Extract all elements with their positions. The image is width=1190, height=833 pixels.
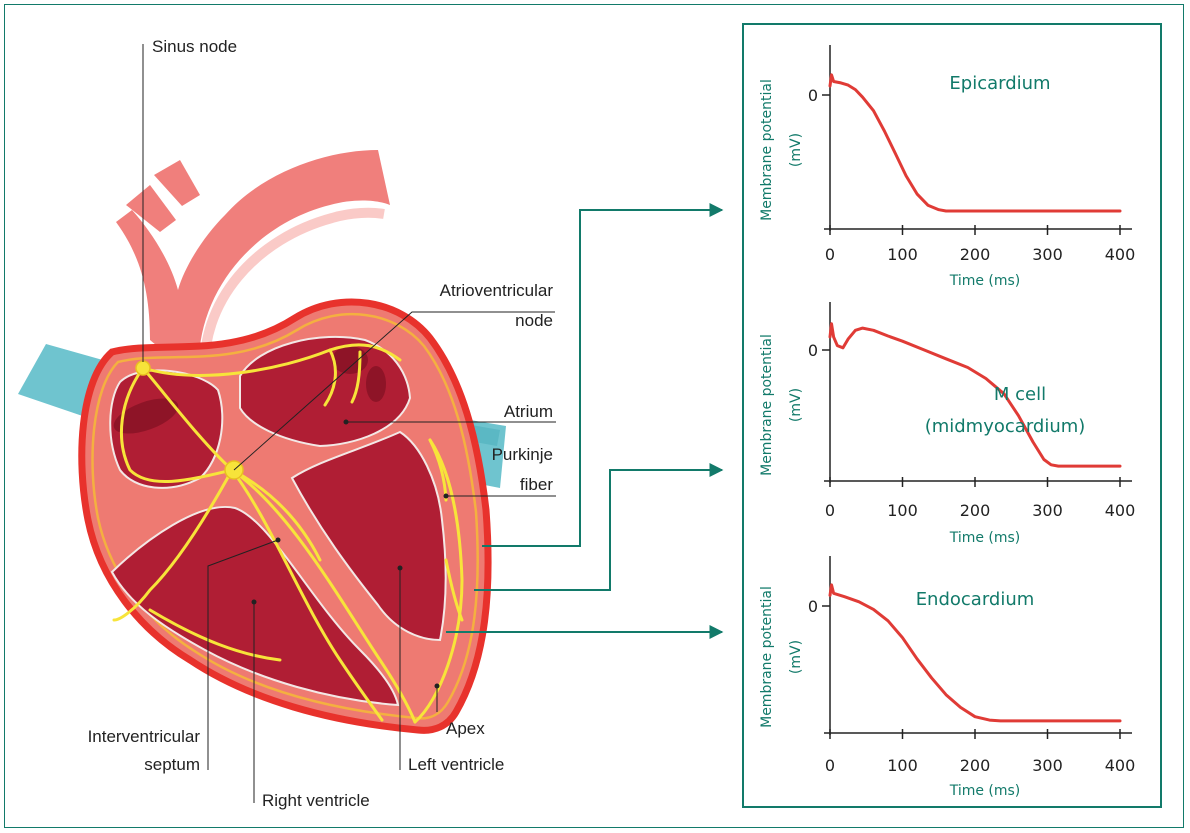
arrow-to-mcell — [474, 470, 722, 590]
y-axis-label: Membrane potential — [759, 334, 775, 476]
x-tick-label: 0 — [825, 756, 835, 775]
x-tick-label: 200 — [960, 245, 991, 264]
label-purkinje-line2: fiber — [520, 475, 553, 494]
y-axis-label: Membrane potential — [759, 79, 775, 221]
label-interventricular-line1: Interventricular — [88, 727, 201, 746]
label-av-node-line1: Atrioventricular — [440, 281, 554, 300]
x-tick-label: 100 — [887, 245, 918, 264]
x-tick-label: 300 — [1032, 501, 1063, 520]
y-tick-label: 0 — [808, 597, 818, 616]
label-purkinje-line1: Purkinje — [492, 445, 553, 464]
heart-illustration — [18, 150, 506, 730]
x-tick-label: 400 — [1105, 245, 1136, 264]
sinus-node-dot — [136, 361, 150, 375]
label-right-ventricle: Right ventricle — [262, 791, 370, 810]
x-tick-label: 100 — [887, 501, 918, 520]
y-axis-unit: (mV) — [788, 388, 804, 422]
x-axis-label: Time (ms) — [949, 530, 1021, 546]
chart-annotation-line2: (midmyocardium) — [925, 416, 1086, 437]
y-tick-label: 0 — [808, 341, 818, 360]
y-axis-unit: (mV) — [788, 640, 804, 674]
chart-annotation: Epicardium — [949, 73, 1050, 94]
chart-annotation-line1: M cell — [994, 384, 1046, 405]
label-apex: Apex — [446, 719, 485, 738]
x-axis-label: Time (ms) — [949, 273, 1021, 289]
x-tick-label: 300 — [1032, 245, 1063, 264]
x-tick-label: 400 — [1105, 501, 1136, 520]
x-tick-label: 100 — [887, 756, 918, 775]
chart-annotation: Endocardium — [916, 589, 1035, 610]
label-left-ventricle: Left ventricle — [408, 755, 504, 774]
x-tick-label: 300 — [1032, 756, 1063, 775]
x-tick-label: 200 — [960, 756, 991, 775]
y-axis-label: Membrane potential — [759, 586, 775, 728]
x-tick-label: 0 — [825, 501, 835, 520]
label-interventricular-line2: septum — [144, 755, 200, 774]
label-av-node-line2: node — [515, 311, 553, 330]
label-atrium: Atrium — [504, 402, 553, 421]
x-tick-label: 0 — [825, 245, 835, 264]
y-tick-label: 0 — [808, 86, 818, 105]
x-tick-label: 400 — [1105, 756, 1136, 775]
x-axis-label: Time (ms) — [949, 783, 1021, 799]
y-axis-unit: (mV) — [788, 133, 804, 167]
x-tick-label: 200 — [960, 501, 991, 520]
label-sinus-node: Sinus node — [152, 37, 237, 56]
